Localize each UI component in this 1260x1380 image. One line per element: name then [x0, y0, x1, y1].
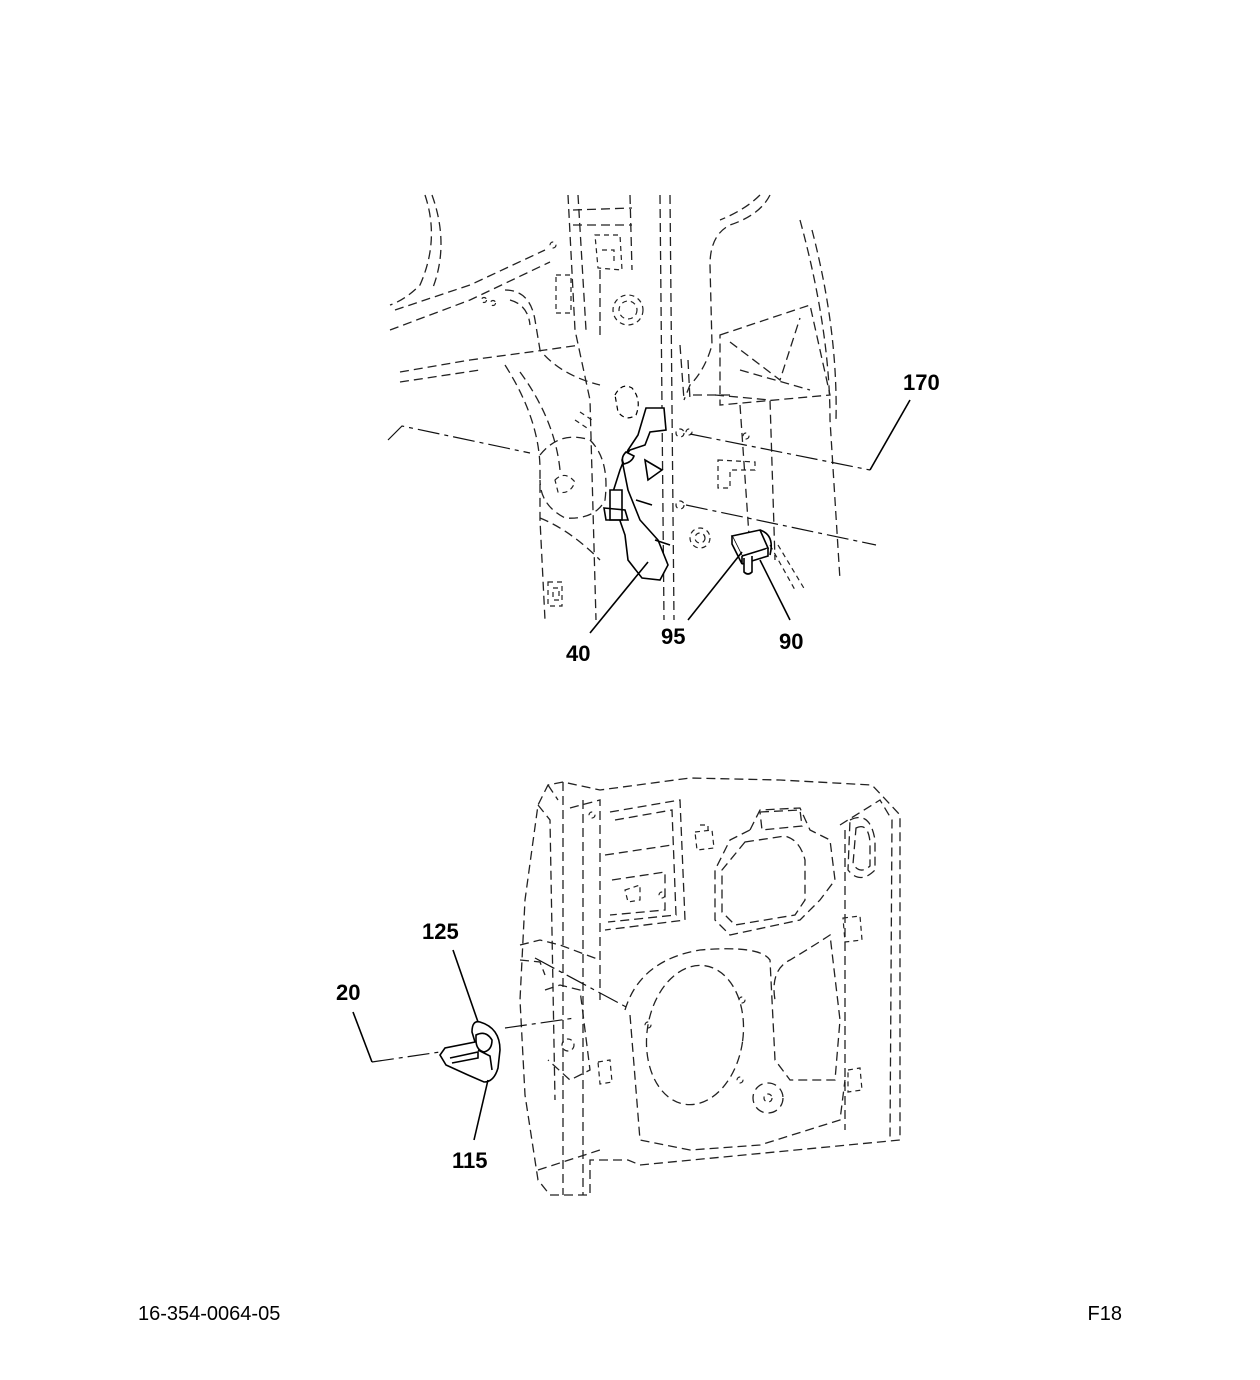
leader-125 [452, 949, 479, 1023]
phantom-line-lower [371, 1051, 441, 1063]
lower-view-door-panel [519, 777, 901, 1196]
leader-20 [352, 1011, 373, 1063]
upper-view-door-frame [389, 194, 841, 621]
callout-170: 170 [903, 370, 940, 395]
striker-bumper-part-90-95 [730, 529, 773, 575]
document-number: 16-354-0064-05 [138, 1303, 281, 1325]
leader-90 [759, 559, 791, 621]
phantom-line-upper-b [689, 433, 871, 471]
phantom-line-upper-c [685, 504, 877, 546]
door-check-strap-part-115-125 [439, 1020, 501, 1083]
callout-40: 40 [566, 641, 590, 666]
phantom-line-lower-b [504, 1017, 576, 1029]
leader-170 [869, 399, 911, 471]
leader-115 [473, 1079, 489, 1141]
phantom-line-lower-c [534, 957, 629, 1009]
callout-90: 90 [779, 629, 803, 654]
page-code: F18 [1087, 1303, 1122, 1325]
leader-40 [589, 561, 649, 634]
callout-20: 20 [336, 980, 360, 1005]
leader-95 [687, 551, 743, 621]
callout-125: 125 [422, 919, 459, 944]
callout-115: 115 [452, 1148, 488, 1173]
phantom-line-upper-a [387, 425, 531, 454]
door-latch-assembly-part-40 [603, 385, 693, 581]
callout-95: 95 [661, 624, 685, 649]
